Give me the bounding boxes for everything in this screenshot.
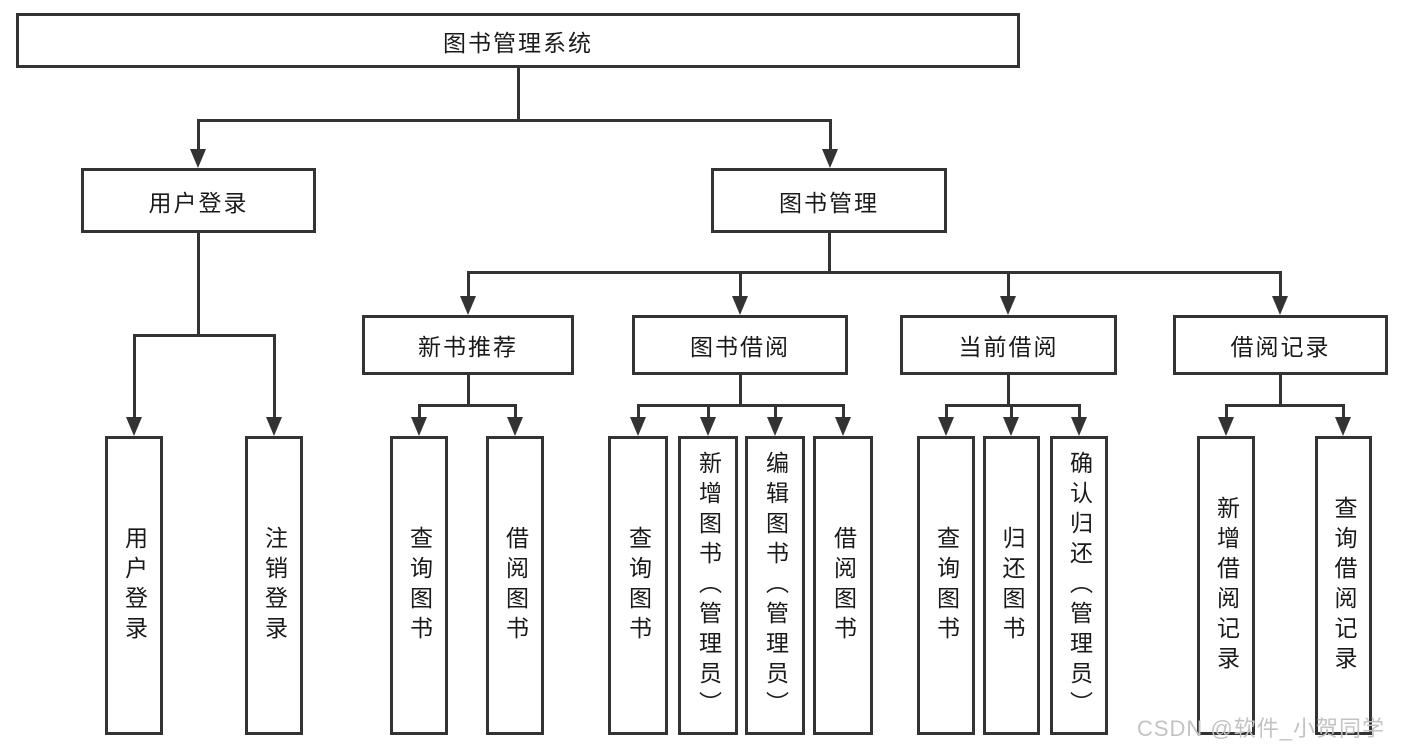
arrowhead-down-icon (1335, 417, 1351, 436)
arrowhead-down-icon (460, 296, 476, 315)
connector-line (773, 405, 777, 420)
node-borrow-book-2: 借阅图书 (813, 436, 873, 735)
arrowhead-down-icon (411, 417, 427, 436)
connector-line (132, 335, 136, 420)
arrowhead-down-icon (1218, 417, 1234, 436)
arrowhead-down-icon (1000, 296, 1016, 315)
connector-line (196, 120, 200, 152)
connector-line (1224, 403, 1345, 407)
node-new-book-recommend: 新书推荐 (362, 315, 574, 375)
connector-line (196, 118, 832, 122)
connector-line (417, 405, 421, 420)
connector-line (1009, 405, 1013, 420)
connector-line (1278, 375, 1282, 406)
connector-line (827, 233, 831, 273)
connector-line (636, 405, 640, 420)
node-query-book-2: 查询图书 (608, 436, 668, 735)
arrowhead-down-icon (700, 417, 716, 436)
arrowhead-down-icon (1272, 296, 1288, 315)
connector-line (466, 270, 1282, 274)
node-user-login-leaf: 用户登录 (105, 436, 163, 735)
node-query-book-3: 查询图书 (917, 436, 975, 735)
arrowhead-down-icon (190, 149, 206, 168)
arrowhead-down-icon (630, 417, 646, 436)
connector-line (132, 333, 276, 337)
node-edit-book-admin: 编辑图书（管理员） (745, 436, 805, 735)
connector-line (636, 403, 845, 407)
connector-line (272, 335, 276, 420)
node-book-borrow: 图书借阅 (632, 315, 848, 375)
connector-line (1278, 272, 1282, 299)
arrowhead-down-icon (266, 417, 282, 436)
node-return-book: 归还图书 (983, 436, 1040, 735)
arrowhead-down-icon (1003, 417, 1019, 436)
node-add-borrow-record: 新增借阅记录 (1197, 436, 1255, 735)
connector-line (516, 68, 520, 121)
arrowhead-down-icon (126, 417, 142, 436)
node-root: 图书管理系统 (16, 13, 1020, 68)
node-query-borrow-record: 查询借阅记录 (1315, 436, 1372, 735)
connector-line (466, 375, 470, 406)
connector-line (828, 120, 832, 152)
connector-line (417, 403, 517, 407)
connector-line (1077, 405, 1081, 420)
connector-line (706, 405, 710, 420)
connector-line (944, 405, 948, 420)
node-query-book-1: 查询图书 (390, 436, 448, 735)
arrowhead-down-icon (732, 296, 748, 315)
arrowhead-down-icon (822, 149, 838, 168)
connector-line (196, 233, 200, 336)
node-borrow-record: 借阅记录 (1173, 315, 1388, 375)
connector-line (466, 272, 470, 299)
node-borrow-book-1: 借阅图书 (486, 436, 544, 735)
node-user-login: 用户登录 (81, 168, 316, 233)
arrowhead-down-icon (938, 417, 954, 436)
arrowhead-down-icon (507, 417, 523, 436)
node-confirm-return-admin: 确认归还（管理员） (1050, 436, 1108, 735)
connector-line (944, 403, 1081, 407)
node-current-borrow: 当前借阅 (900, 315, 1117, 375)
connector-line (1006, 375, 1010, 406)
connector-line (513, 405, 517, 420)
connector-line (841, 405, 845, 420)
node-logout: 注销登录 (245, 436, 303, 735)
connector-line (738, 375, 742, 406)
node-add-book-admin: 新增图书（管理员） (678, 436, 738, 735)
connector-line (1224, 405, 1228, 420)
arrowhead-down-icon (767, 417, 783, 436)
csdn-watermark: CSDN @软件_小贺同学 (1136, 716, 1385, 741)
connector-line (738, 272, 742, 299)
arrowhead-down-icon (1071, 417, 1087, 436)
arrowhead-down-icon (835, 417, 851, 436)
connector-line (1341, 405, 1345, 420)
node-book-management: 图书管理 (711, 168, 947, 233)
connector-line (1006, 272, 1010, 299)
